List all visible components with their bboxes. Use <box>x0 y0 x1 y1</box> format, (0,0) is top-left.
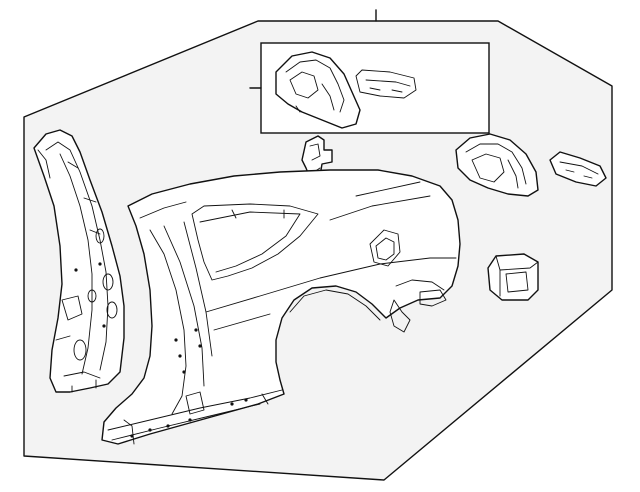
wheelhouse-extension-icon <box>455 133 539 197</box>
bracket-icon <box>549 151 607 187</box>
fuel-pocket-icon <box>487 253 539 301</box>
inner-pillar-panel-icon <box>33 129 125 393</box>
quarter-panel-icon <box>101 169 461 445</box>
boxed-subassembly-icon <box>275 51 417 129</box>
